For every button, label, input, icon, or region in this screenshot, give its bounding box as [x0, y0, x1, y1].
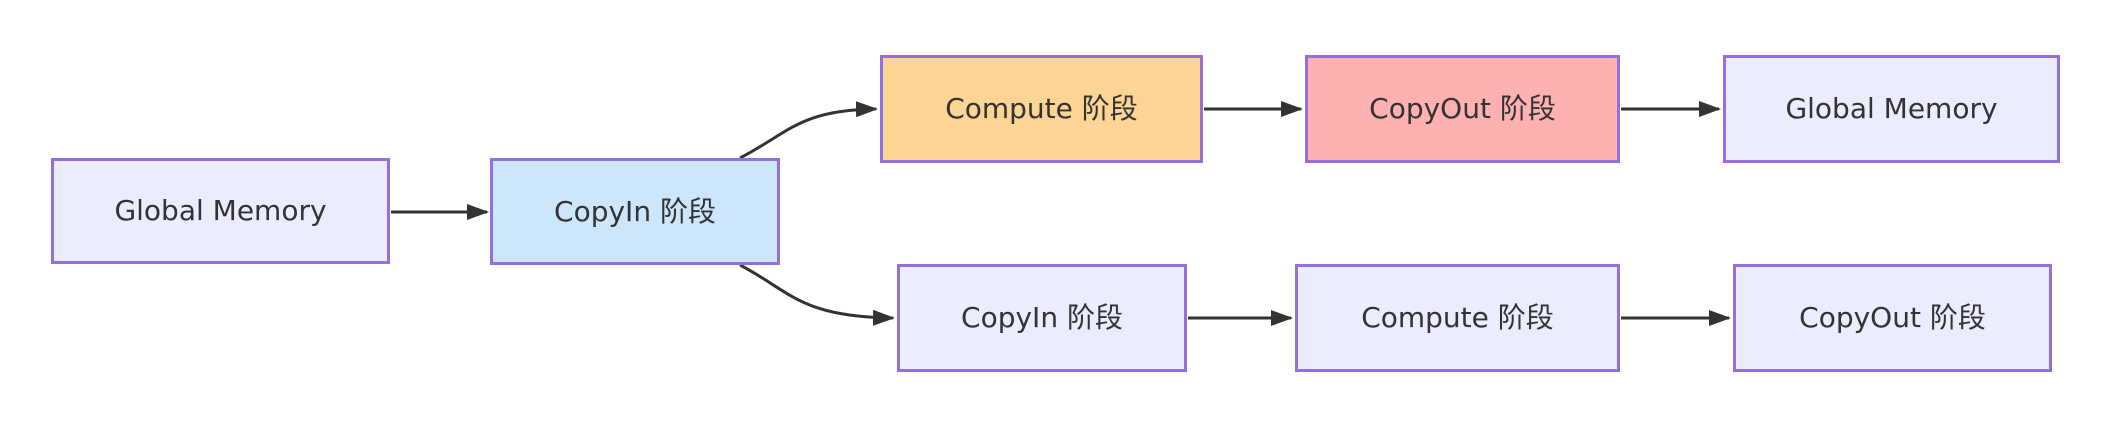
node-label: CopyIn 阶段	[961, 301, 1123, 335]
node-copyin-main: CopyIn 阶段	[490, 158, 780, 265]
node-label: Compute 阶段	[945, 92, 1138, 126]
node-label: CopyOut 阶段	[1369, 92, 1556, 126]
node-label: Compute 阶段	[1361, 301, 1554, 335]
node-label: CopyIn 阶段	[554, 194, 716, 228]
node-compute-top: Compute 阶段	[880, 55, 1203, 163]
edge-copyin-main-to-copyin-bottom	[739, 263, 895, 326]
node-global-memory-left: Global Memory	[51, 158, 390, 264]
node-copyout-top: CopyOut 阶段	[1305, 55, 1620, 163]
node-label: Global Memory	[1785, 92, 1998, 126]
node-copyout-bottom: CopyOut 阶段	[1733, 264, 2052, 372]
node-compute-bottom: Compute 阶段	[1295, 264, 1620, 372]
node-copyin-bottom: CopyIn 阶段	[897, 264, 1187, 372]
edge-copyin-main-to-compute-top	[739, 101, 878, 160]
node-global-memory-right: Global Memory	[1723, 55, 2060, 163]
node-label: Global Memory	[114, 194, 327, 228]
node-label: CopyOut 阶段	[1799, 301, 1986, 335]
